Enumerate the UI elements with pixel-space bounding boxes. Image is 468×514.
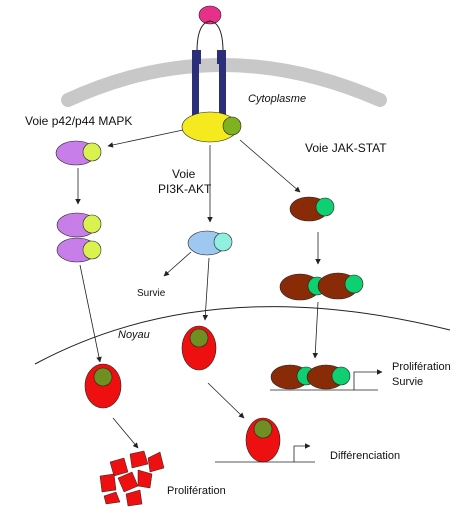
receptor-right-stem — [219, 64, 226, 119]
mapk-pathway-label: Voie p42/p44 MAPK — [25, 114, 132, 128]
mapk-nuclear-olive — [93, 367, 113, 387]
arrow-akt-differentiation — [207, 382, 245, 419]
jakstat-pathway-label: Voie JAK-STAT — [305, 141, 387, 155]
differentiation-label: Différenciation — [330, 450, 400, 462]
mapk-dimer-bottom-lime — [82, 240, 102, 260]
survival-label: Survie — [137, 288, 166, 299]
proliferating-cell-fragments — [99, 450, 165, 507]
jakstat-output-label-1: Prolifération — [392, 361, 451, 373]
receptor-right-cap — [217, 50, 226, 64]
mapk-dimer-top-lime — [82, 214, 102, 234]
cytoplasm-label: Cytoplasme — [248, 93, 306, 105]
arrow-to-mapk — [107, 129, 184, 148]
differentiation-promoter-arrow — [293, 443, 311, 462]
arrow-mapk-nucleus — [79, 264, 102, 363]
arrow-stat-nucleus — [312, 301, 319, 359]
arrow-akt-survival — [163, 251, 192, 277]
arrow-akt-nucleus — [202, 257, 210, 321]
pi3k-pathway-label-2: PI3K-AKT — [158, 182, 212, 196]
nuclear-envelope — [34, 306, 451, 365]
akt-cyan — [213, 232, 233, 252]
akt-gene-olive — [253, 419, 273, 439]
receptor-arch — [196, 20, 224, 53]
mapk-monomer-lime — [82, 142, 102, 162]
jakstat-promoter-arrow — [353, 369, 383, 390]
stat-nuclear-right-green — [331, 366, 351, 386]
receptor-left-cap — [192, 50, 201, 64]
jakstat-output-label-2: Survie — [392, 376, 423, 388]
proliferation-label: Prolifération — [167, 485, 226, 497]
akt-nuclear-olive — [189, 328, 209, 348]
nucleus-label: Noyau — [118, 329, 150, 341]
arrow-to-stat — [239, 139, 301, 193]
stat-dimer-right-green — [344, 274, 364, 294]
stat-monomer-green — [315, 197, 335, 217]
arrow-mapk-proliferation — [112, 417, 139, 449]
receptor-left-stem — [192, 64, 199, 119]
pi3k-pathway-label-1: Voie — [172, 167, 196, 181]
ligand — [198, 5, 222, 25]
receptor-kinase-green — [222, 116, 242, 136]
